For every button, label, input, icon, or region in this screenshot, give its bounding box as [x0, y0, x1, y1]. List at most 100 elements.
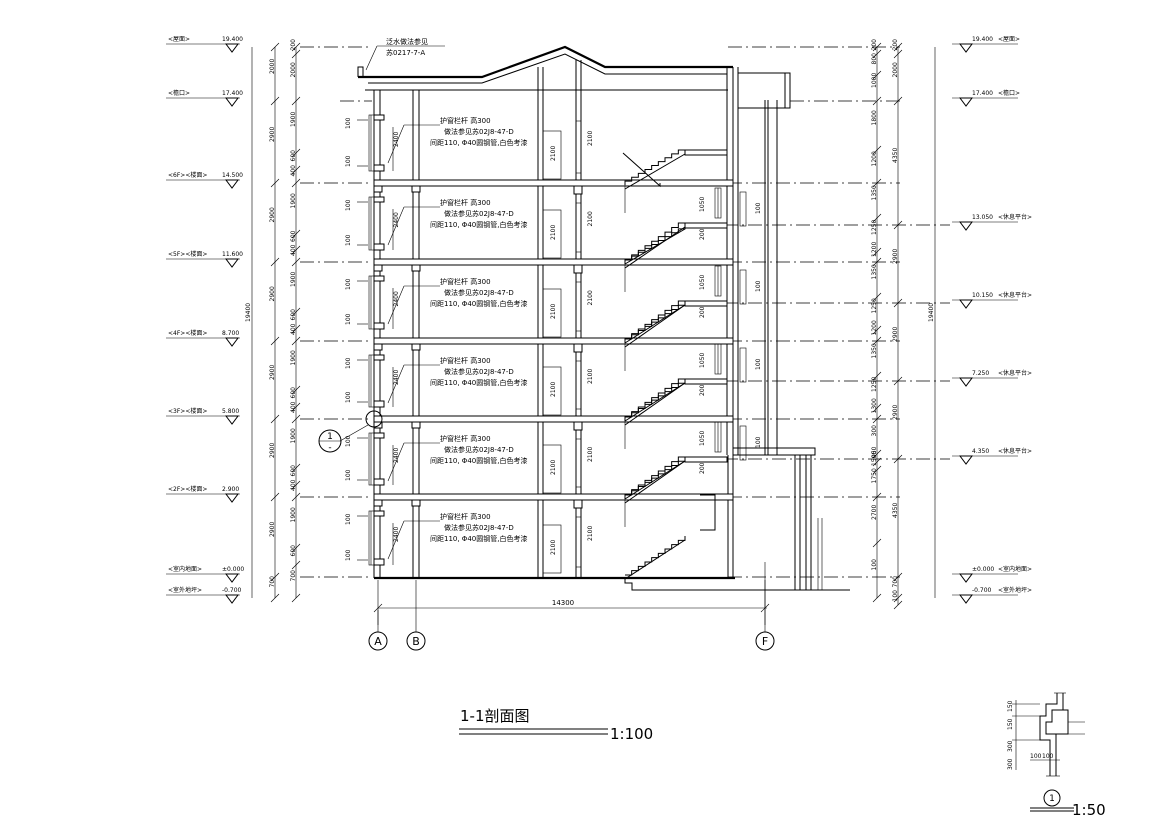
- slab-beam: [573, 421, 583, 431]
- window-frame: [368, 354, 375, 408]
- dim-value: 1250: [871, 377, 878, 392]
- level-elev-left-4: 8.700: [222, 330, 239, 337]
- dim-tick: [872, 538, 882, 548]
- dim-value: 1200: [871, 242, 878, 257]
- stair-soffit: [624, 382, 686, 422]
- tower-window: [739, 269, 747, 305]
- level-elev-left-1: 17.400: [222, 90, 243, 97]
- level-name-left-6: <2F><楼面>: [168, 485, 207, 493]
- dim-value: 400: [290, 401, 297, 413]
- dim-tick: [872, 292, 882, 302]
- detail-1: 150 150 300 300 100 100 1 1:50: [1007, 692, 1106, 819]
- dim-tick: [270, 593, 280, 603]
- dim-value: 2900: [892, 405, 899, 420]
- dim-tick: [291, 560, 301, 570]
- level-triangle: [225, 573, 239, 583]
- level-name-left-2: <6F><楼面>: [168, 171, 207, 179]
- ground-stair-wall: [700, 494, 716, 531]
- level-name-left-4: <4F><楼面>: [168, 329, 207, 337]
- stair-landing-slab: [684, 456, 728, 463]
- level-name-right-7: <室外地坪>: [998, 586, 1032, 594]
- dim-tick: [893, 600, 903, 610]
- dim-value: 2700: [871, 505, 878, 520]
- level-name-left-1: <檐口>: [168, 89, 190, 97]
- stair-soffit: [624, 539, 686, 580]
- dim-value: 700: [892, 576, 899, 588]
- dim-value: 1900: [290, 507, 297, 522]
- stair-sill-dim: 200: [699, 384, 706, 396]
- dim-tick: [893, 593, 903, 603]
- slab-beam: [411, 343, 421, 351]
- dim-tick: [291, 245, 301, 255]
- level-triangle: [225, 493, 239, 503]
- window-sill: [373, 478, 385, 486]
- interior-door: [542, 130, 562, 180]
- tower-window-dim: 100: [755, 358, 762, 370]
- stair-window-dim: 1050: [699, 431, 706, 446]
- window-head: [373, 275, 385, 282]
- detail-callout-sheet: -: [328, 443, 331, 453]
- dim-tick: [270, 96, 280, 106]
- dim-value: 2900: [269, 443, 276, 458]
- level-triangle: [225, 258, 239, 268]
- dim-tick: [270, 257, 280, 267]
- dim-tick: [872, 465, 882, 475]
- top-stair-rail: [622, 152, 661, 188]
- window-frame: [368, 114, 375, 172]
- right-total-dim: 19400: [928, 303, 935, 322]
- tower-window-dim: 100: [755, 436, 762, 448]
- note-leader: [387, 364, 405, 404]
- dim-value: 1000: [871, 73, 878, 88]
- slab-beam: [373, 343, 383, 351]
- partition-door: [575, 120, 582, 174]
- level-name-left-0: <屋面>: [168, 36, 190, 43]
- slab-beam: [573, 343, 583, 353]
- dim-tick: [872, 449, 882, 459]
- door-height-dim: 2100: [550, 460, 557, 475]
- dim-value: 1750: [871, 468, 878, 483]
- window-sill: [373, 243, 385, 251]
- dim-value: 100: [871, 559, 878, 571]
- partition-door: [575, 281, 582, 332]
- stair-landing-slab: [684, 149, 728, 156]
- detail-dim-4: 300: [1007, 758, 1014, 770]
- window-head: [373, 510, 385, 517]
- level-elev-right-5: 4.350: [972, 448, 989, 455]
- slab-beam: [373, 499, 383, 507]
- roof-note-line1: 泛水做法参见: [386, 37, 428, 46]
- stair-tower-roof: [738, 72, 791, 109]
- dim-value: 2900: [269, 127, 276, 142]
- level-triangle: [959, 299, 973, 309]
- dim-value: 1300: [871, 398, 878, 413]
- level-triangle: [225, 43, 239, 53]
- level-elev-left-5: 5.800: [222, 408, 239, 415]
- window-opening-dim: 2400: [393, 448, 400, 463]
- dim-tick: [270, 42, 280, 52]
- slab-beam: [411, 421, 421, 429]
- dim-tick: [872, 325, 882, 335]
- stair-soffit: [624, 460, 686, 504]
- dim-value: 200: [871, 39, 878, 51]
- level-name-right-1: <檐口>: [998, 89, 1020, 97]
- dim-tick: [291, 480, 301, 490]
- partition-dim: 2100: [587, 131, 594, 146]
- partition-dim: 2100: [587, 447, 594, 462]
- level-name-left-7: <室内地面>: [168, 565, 202, 573]
- axis-bubble-b: [406, 631, 426, 651]
- window-opening-dim: 2400: [393, 291, 400, 306]
- slab-beam: [573, 264, 583, 274]
- window-sill-dim: 100: [345, 155, 352, 167]
- dim-value: 2900: [269, 286, 276, 301]
- detail-number-circle: [1043, 789, 1061, 807]
- stair-window-dim: 1050: [699, 353, 706, 368]
- axis-bubbles: A B F: [368, 580, 775, 651]
- stair-flight: [625, 536, 686, 576]
- window-head: [373, 196, 385, 203]
- interior-door: [542, 209, 562, 259]
- railing-note-2: 做法参见苏02J8-47-D: [444, 209, 514, 218]
- dim-value: 2900: [892, 249, 899, 264]
- level-triangle: [959, 43, 973, 53]
- building-section: [357, 45, 850, 610]
- stair-flights: [622, 149, 728, 580]
